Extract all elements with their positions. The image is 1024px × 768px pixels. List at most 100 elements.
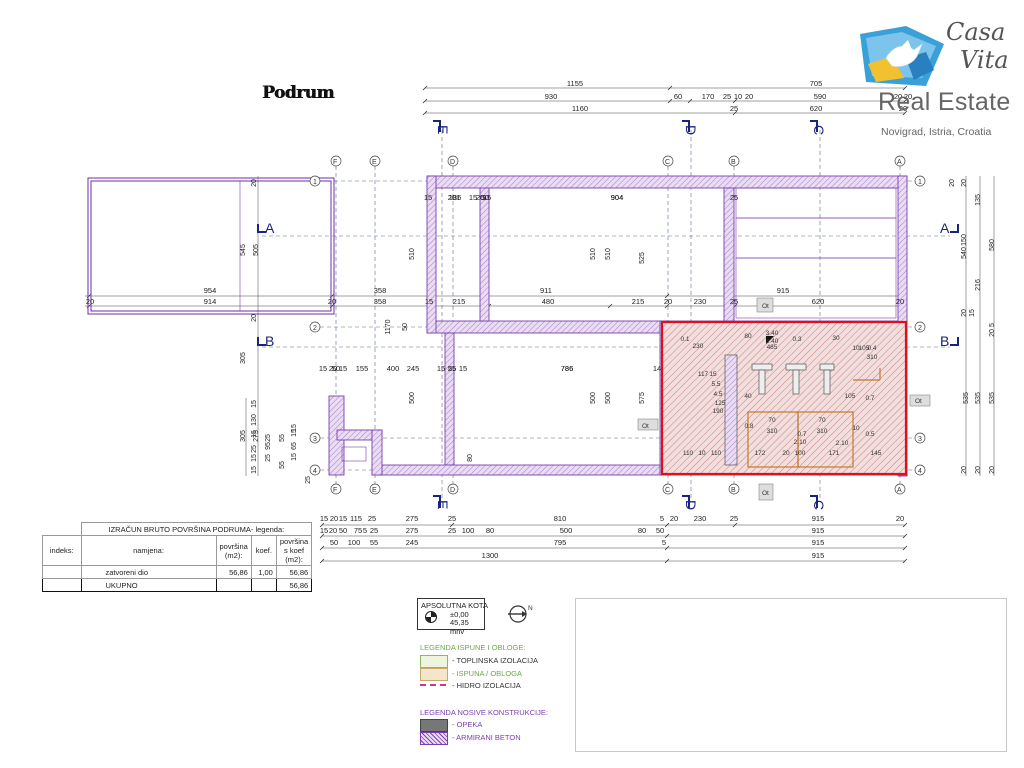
logo-script-casa: Casa (946, 18, 1006, 46)
col-header-name: namjena: (80, 535, 217, 566)
level-marker-icon (425, 611, 437, 623)
axis-row-1-left: 1 (313, 179, 317, 186)
room-dimension-label: 0.7 (865, 395, 874, 402)
cell-index (42, 578, 82, 592)
room-dimension-label: 485 (767, 344, 778, 351)
dimension-label: 904 (611, 193, 624, 202)
dimension-label: 25 (305, 476, 312, 484)
section-e-top: E (435, 125, 451, 134)
dimension-label: 810 (554, 514, 567, 523)
section-b-right: B (940, 333, 949, 349)
ot-markers (637, 297, 931, 501)
axis-row-2-left: 2 (313, 325, 317, 332)
axis-col-c-top: C (665, 159, 670, 166)
dimension-label: 15 (437, 364, 445, 373)
dimension-label: 540 (961, 247, 968, 259)
ot-marker-label: Ot (762, 303, 769, 310)
axis-col-a-top: A (897, 159, 902, 166)
col-header-coef: koef. (250, 535, 277, 566)
dimension-label: 25 (730, 193, 738, 202)
room-dimension-label: 105 (845, 393, 856, 400)
dimension-label: 15 (483, 193, 491, 202)
dimension-label: 20 (904, 92, 912, 101)
dimension-label: 15 (291, 429, 298, 437)
dimension-label: 358 (374, 297, 387, 306)
dimension-label: 20 (899, 104, 907, 113)
dimension-label: 5 (660, 514, 664, 523)
room-dimension-label: 0.5 (865, 431, 874, 438)
axis-col-e-bottom: E (372, 487, 377, 494)
section-e-bottom: E (435, 500, 451, 509)
dimension-label: 15 (469, 193, 477, 202)
dimension-label: 705 (810, 79, 823, 88)
dimension-label: 186 (449, 193, 462, 202)
room-dimension-label: 2.10 (836, 440, 849, 447)
dimension-label: 5 (363, 526, 367, 535)
dimension-label: 20 (961, 309, 968, 317)
dimension-label: 500 (560, 526, 573, 535)
dimension-label: 480 (542, 297, 555, 306)
dimension-label: 115 (350, 514, 362, 523)
col-header-area: površina (m2): (215, 535, 252, 566)
dimension-label: 1155 (567, 79, 583, 88)
ot-marker-label: Ot (915, 398, 922, 405)
dimension-label: 25 (370, 526, 378, 535)
legend-fill-title: LEGENDA ISPUNE I OBLOGE: (420, 643, 526, 652)
dimension-label: 510 (590, 248, 597, 260)
dimension-label: 50 (332, 364, 340, 373)
dimension-label: 1160 (572, 104, 588, 113)
dimension-label: 545 (240, 244, 247, 256)
dimension-label: 25 (265, 454, 272, 462)
dimension-label: 525 (639, 252, 646, 264)
company-logo: Casa Vita Real Estate Novigrad, Istria, … (856, 14, 1024, 144)
dimension-label: 20 (328, 297, 336, 306)
dimension-label: 100 (462, 526, 475, 535)
dimension-label: 215 (453, 297, 466, 306)
cell-total-value: 56,86 (275, 578, 313, 592)
logo-location: Novigrad, Istria, Croatia (881, 126, 992, 138)
room-dimension-label: 145 (871, 450, 882, 457)
dimension-label: 95 (265, 442, 272, 450)
dimension-label: 915 (812, 514, 825, 523)
dimension-label: 795 (554, 538, 567, 547)
dimension-label: 275 (406, 526, 419, 535)
dimension-label: 20 (975, 466, 982, 474)
room-dimension-label: 10 (852, 425, 860, 432)
room-dimension-label: 190 (713, 408, 724, 415)
dimension-label: 915 (812, 538, 825, 547)
axis-row-4-left: 4 (313, 468, 317, 475)
dimension-label: 20 (894, 92, 902, 101)
swatch-fill-cladding (420, 668, 448, 681)
dimension-label: 20 (670, 514, 678, 523)
axis-row-2-right: 2 (918, 325, 922, 332)
dimension-label: 904 (611, 193, 624, 202)
dimension-label: 535 (963, 392, 970, 404)
room-dimension-label: 40 (744, 393, 752, 400)
dimension-label: 5 (989, 323, 996, 327)
dimension-label: 510 (409, 248, 416, 260)
dimension-label: 75 (354, 526, 362, 535)
area-calculation-table: IZRAČUN BRUTO POVRŠINA PODRUMA- legenda:… (42, 522, 313, 592)
dimension-label: 135 (975, 194, 982, 206)
highlight-area (660, 320, 908, 476)
section-c-top: C (811, 125, 827, 135)
axis-labels: 1 1 2 2 3 3 4 4 F F E E D D C C B B A A (313, 159, 922, 494)
dimension-label: 20 (329, 526, 337, 535)
notes-panel (575, 598, 1007, 752)
dimension-label: 15 (425, 297, 433, 306)
dimension-label: 15 (320, 514, 328, 523)
axis-col-f-bottom: F (333, 487, 337, 494)
cell-coef: 1,00 (250, 565, 277, 579)
dimension-label: 25 (730, 104, 738, 113)
room-dimension-label: 70 (818, 417, 826, 424)
dimension-label: 620 (810, 104, 823, 113)
room-dimension-label: 110 (683, 450, 694, 457)
cell-name: zatvoreni dio (80, 565, 217, 579)
dimension-label: 590 (814, 92, 827, 101)
table-total-row: UKUPNO 56,86 (42, 578, 313, 592)
room-dimension-label: 0.1 (680, 336, 689, 343)
section-a-left: A (265, 220, 275, 236)
dimension-label: 15 (291, 453, 298, 461)
cell-area (215, 578, 252, 592)
